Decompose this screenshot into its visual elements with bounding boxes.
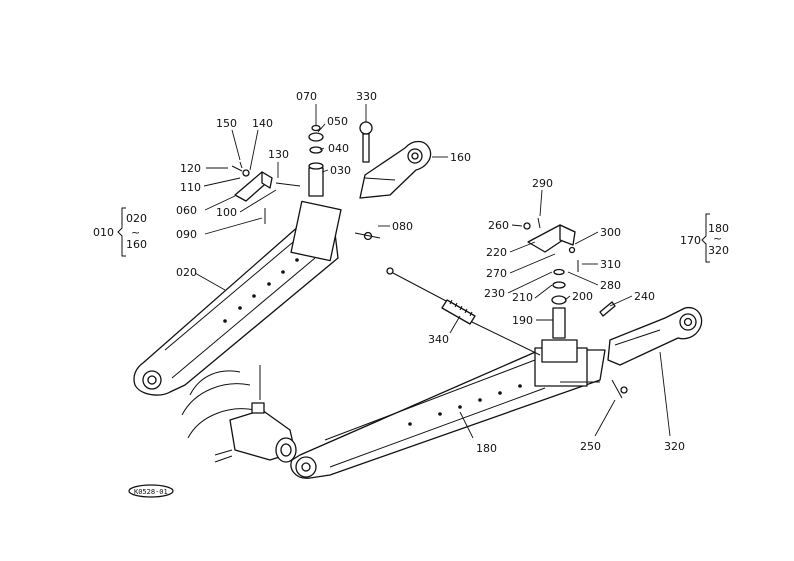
left-swivel-stack (308, 124, 324, 197)
label-150: 150 (216, 117, 237, 130)
assembly-left: 010 020 ~ 160 (93, 207, 147, 257)
label-140: 140 (252, 117, 273, 130)
assembly-left-from: 020 (126, 212, 147, 225)
label-040: 040 (328, 142, 349, 155)
label-050: 050 (327, 115, 348, 128)
assembly-right-sep: ~ (713, 232, 722, 245)
label-120: 120 (180, 162, 201, 175)
right-bracket (523, 217, 579, 272)
label-320: 320 (664, 440, 685, 453)
label-090: 090 (176, 228, 197, 241)
left-stabilizer-160 (359, 140, 432, 199)
part-labels: 070 330 050 040 030 160 080 150 140 130 … (176, 90, 685, 455)
label-130: 130 (268, 148, 289, 161)
label-260: 260 (488, 219, 509, 232)
left-bracket (231, 161, 381, 241)
label-210: 210 (512, 291, 533, 304)
label-020: 020 (176, 266, 197, 279)
assembly-right-id: 170 (680, 234, 701, 247)
label-270: 270 (486, 267, 507, 280)
left-eye-bolt (359, 121, 373, 163)
assembly-right: 170 180 ~ 320 (680, 213, 729, 263)
label-030: 030 (330, 164, 351, 177)
assembly-left-sep: ~ (131, 226, 140, 239)
label-190: 190 (512, 314, 533, 327)
assembly-left-to: 160 (126, 238, 147, 251)
label-300: 300 (600, 226, 621, 239)
diagram-code: K0528-01 (134, 488, 168, 496)
label-240: 240 (634, 290, 655, 303)
leader-lines (194, 104, 671, 439)
right-swivel-stack (541, 268, 578, 363)
label-290: 290 (532, 177, 553, 190)
label-200: 200 (572, 290, 593, 303)
label-070: 070 (296, 90, 317, 103)
label-250: 250 (580, 440, 601, 453)
label-110: 110 (180, 181, 201, 194)
assembly-right-to: 320 (708, 244, 729, 257)
right-lower-link (290, 347, 606, 479)
right-stabilizer-320 (607, 306, 703, 366)
tractor-axle-hub (181, 365, 297, 463)
diagram-code-badge: K0528-01 (128, 484, 174, 498)
label-160-top: 160 (450, 151, 471, 164)
label-310: 310 (600, 258, 621, 271)
label-230: 230 (484, 287, 505, 300)
label-100: 100 (216, 206, 237, 219)
label-220: 220 (486, 246, 507, 259)
assembly-left-id: 010 (93, 226, 114, 239)
lift-spring (386, 267, 541, 356)
label-180: 180 (476, 442, 497, 455)
label-330: 330 (356, 90, 377, 103)
label-080: 080 (392, 220, 413, 233)
label-060: 060 (176, 204, 197, 217)
label-340: 340 (428, 333, 449, 346)
assembly-right-from: 180 (708, 222, 729, 235)
label-280: 280 (600, 279, 621, 292)
left-lower-link (133, 200, 342, 396)
